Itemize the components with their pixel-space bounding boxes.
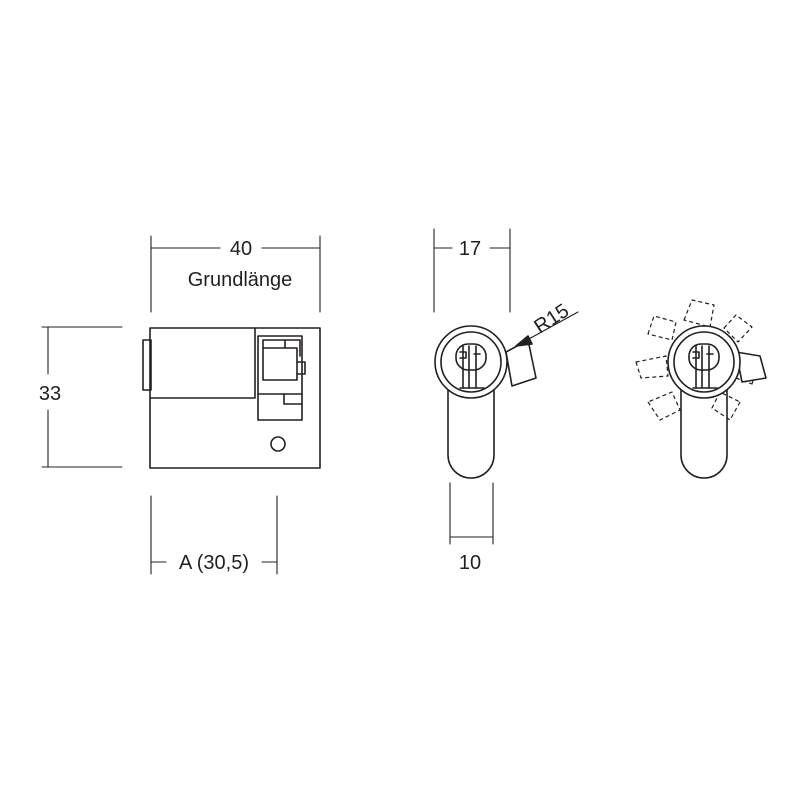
dimension-bottom-width: 10 (449, 482, 494, 574)
base-length-value: 40 (230, 238, 252, 260)
cylinder-head (434, 325, 508, 399)
side-view (142, 327, 321, 469)
cam-radius-value: R15 (530, 300, 573, 338)
base-length-label: Grundlänge (188, 269, 293, 291)
front-view: R15 (434, 300, 579, 479)
dimension-base-length: 40 Grundlänge (150, 235, 321, 313)
cam-lever (505, 339, 537, 387)
dimension-length-a: A (30,5) (150, 495, 278, 575)
keyway-rotated (688, 343, 720, 389)
front-width-value: 17 (459, 238, 481, 260)
length-a-value: A (30,5) (179, 552, 249, 574)
cylinder-profile (447, 381, 495, 479)
plug-tip (142, 339, 152, 391)
cam-lever-rotated (735, 351, 767, 383)
rotation-view (635, 299, 767, 479)
cam-mechanism (257, 335, 306, 421)
dimension-front-width: 17 (433, 228, 511, 313)
cylinder-head-rotated (667, 325, 741, 399)
height-value: 33 (39, 383, 61, 405)
keyway (455, 343, 487, 389)
dimension-height: 33 (39, 326, 123, 468)
screw-hole (270, 436, 286, 452)
bottom-width-value: 10 (459, 552, 481, 574)
